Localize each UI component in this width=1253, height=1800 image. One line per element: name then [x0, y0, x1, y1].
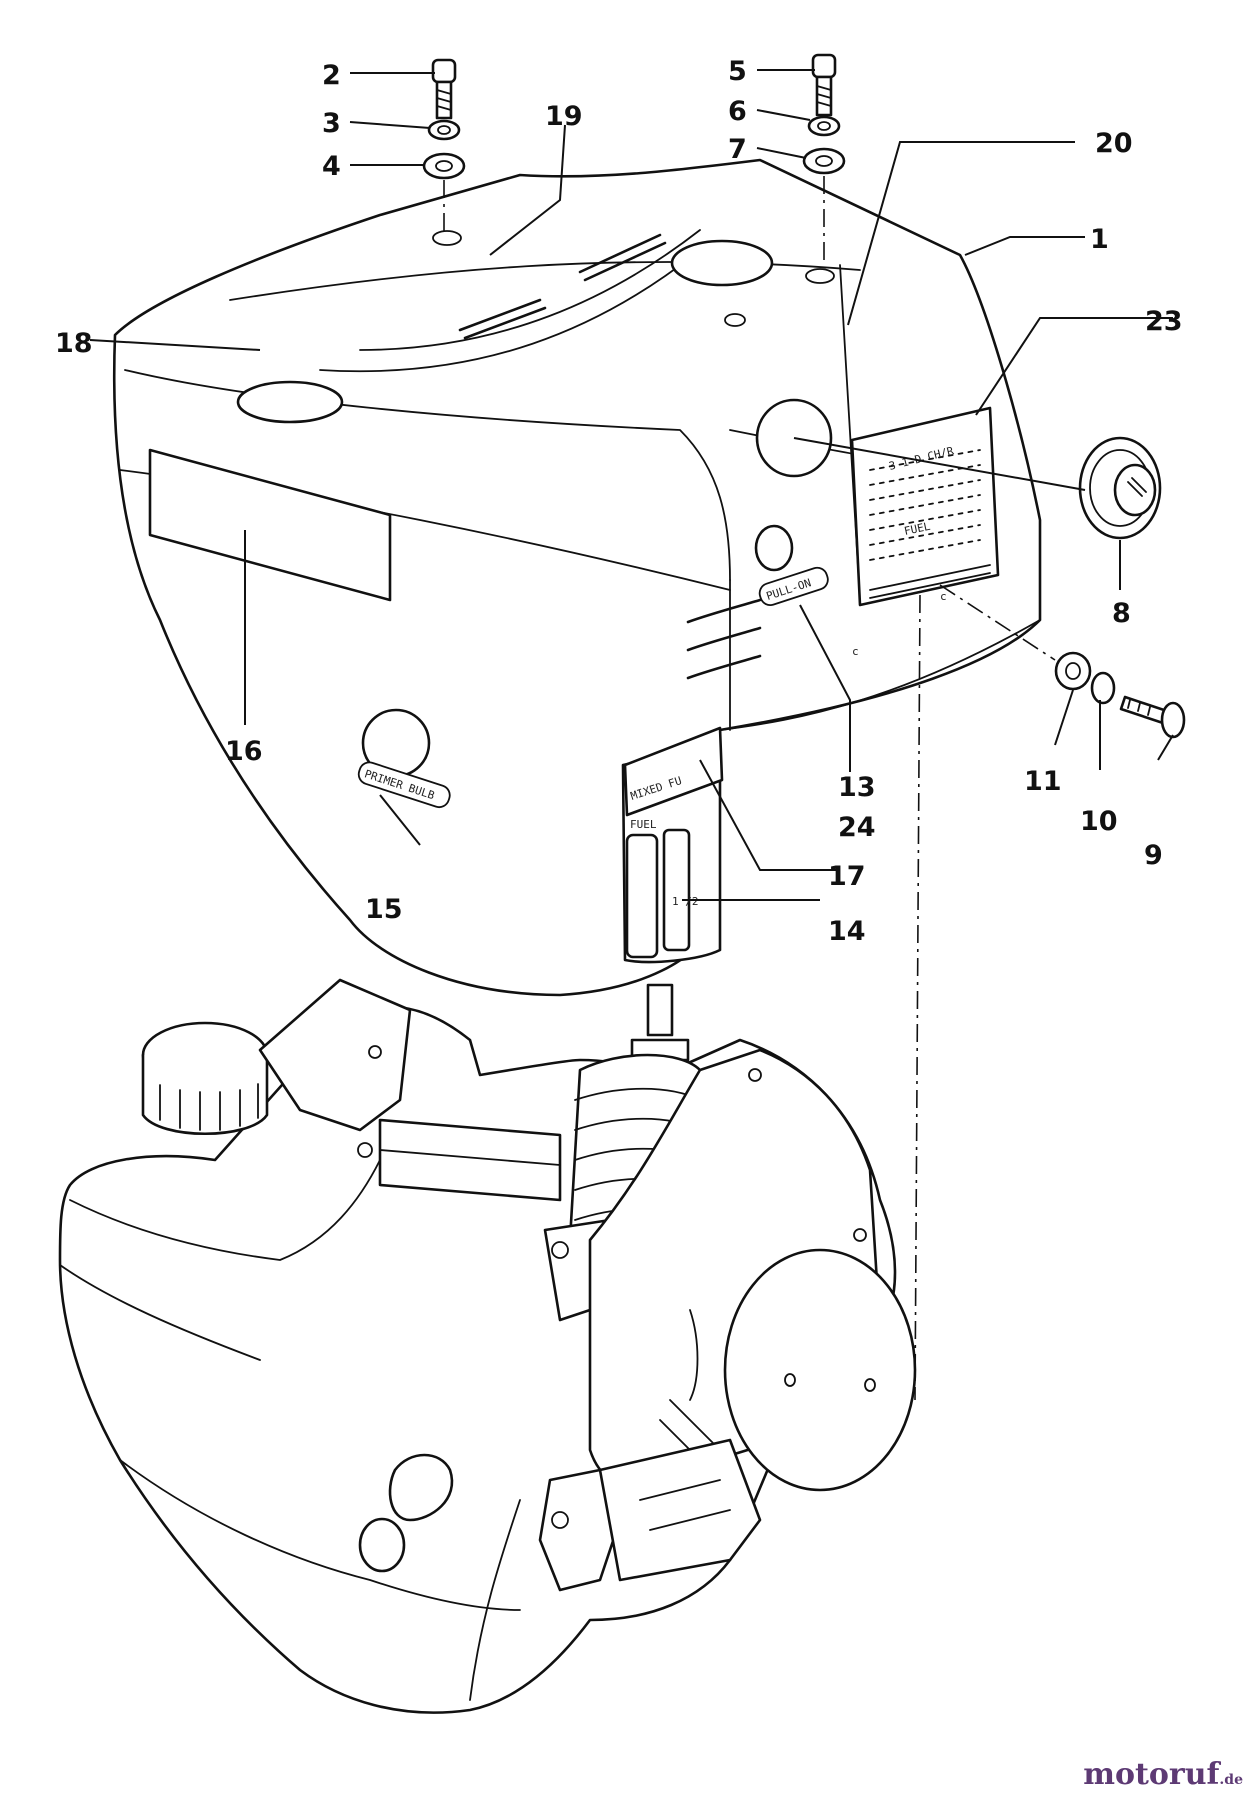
- callout-16: 16: [225, 736, 263, 767]
- engine-cover: c c: [112, 158, 1042, 997]
- callout-3: 3: [322, 108, 341, 139]
- watermark-brand: motoruf: [1083, 1757, 1220, 1792]
- fuel-gauge-decal: FUEL: [630, 818, 657, 831]
- watermark-logo: motoruf.de: [1083, 1757, 1243, 1792]
- watermark-tld: .de: [1219, 1772, 1243, 1788]
- callout-14: 14: [828, 916, 866, 947]
- washer-7: [802, 147, 846, 175]
- lockwasher-10: [1090, 671, 1116, 705]
- washer-11: [1054, 651, 1092, 691]
- screw-5: [811, 53, 837, 117]
- callout-10: 10: [1080, 806, 1118, 837]
- callout-labels: 1 2 3 4 5 6 7 8 9 10 11 13 14 15 16 17 1…: [55, 56, 1183, 947]
- screw-mark: c: [940, 590, 947, 603]
- callout-15: 15: [365, 894, 403, 925]
- callout-2: 2: [322, 60, 341, 91]
- leader-lines: [89, 69, 1174, 901]
- washer-4: [422, 152, 466, 180]
- callout-23: 23: [1145, 306, 1183, 337]
- label-fuel-text: FUEL: [903, 520, 932, 538]
- knob-8: [1078, 436, 1162, 540]
- callout-13: 13: [838, 772, 876, 803]
- callout-17: 17: [828, 861, 866, 892]
- screw-9: [1119, 695, 1186, 739]
- screw-2: [431, 58, 457, 120]
- callout-11: 11: [1024, 766, 1062, 797]
- callout-6: 6: [728, 96, 747, 127]
- callout-19: 19: [545, 101, 583, 132]
- callout-7: 7: [728, 134, 747, 165]
- callout-9: 9: [1144, 840, 1163, 871]
- assembly-lines: [443, 176, 1056, 1401]
- screw-mark: c: [852, 645, 859, 658]
- callout-20: 20: [1095, 128, 1133, 159]
- engine-assembly: [58, 978, 917, 1714]
- callout-18: 18: [55, 328, 93, 359]
- washer-3: [427, 119, 461, 141]
- callout-8: 8: [1112, 598, 1131, 629]
- washer-6: [807, 115, 841, 137]
- gauge-marks: 1 /2: [672, 895, 699, 908]
- callout-1: 1: [1090, 224, 1109, 255]
- callout-5: 5: [728, 56, 747, 87]
- callout-24: 24: [838, 812, 876, 843]
- callout-4: 4: [322, 151, 341, 182]
